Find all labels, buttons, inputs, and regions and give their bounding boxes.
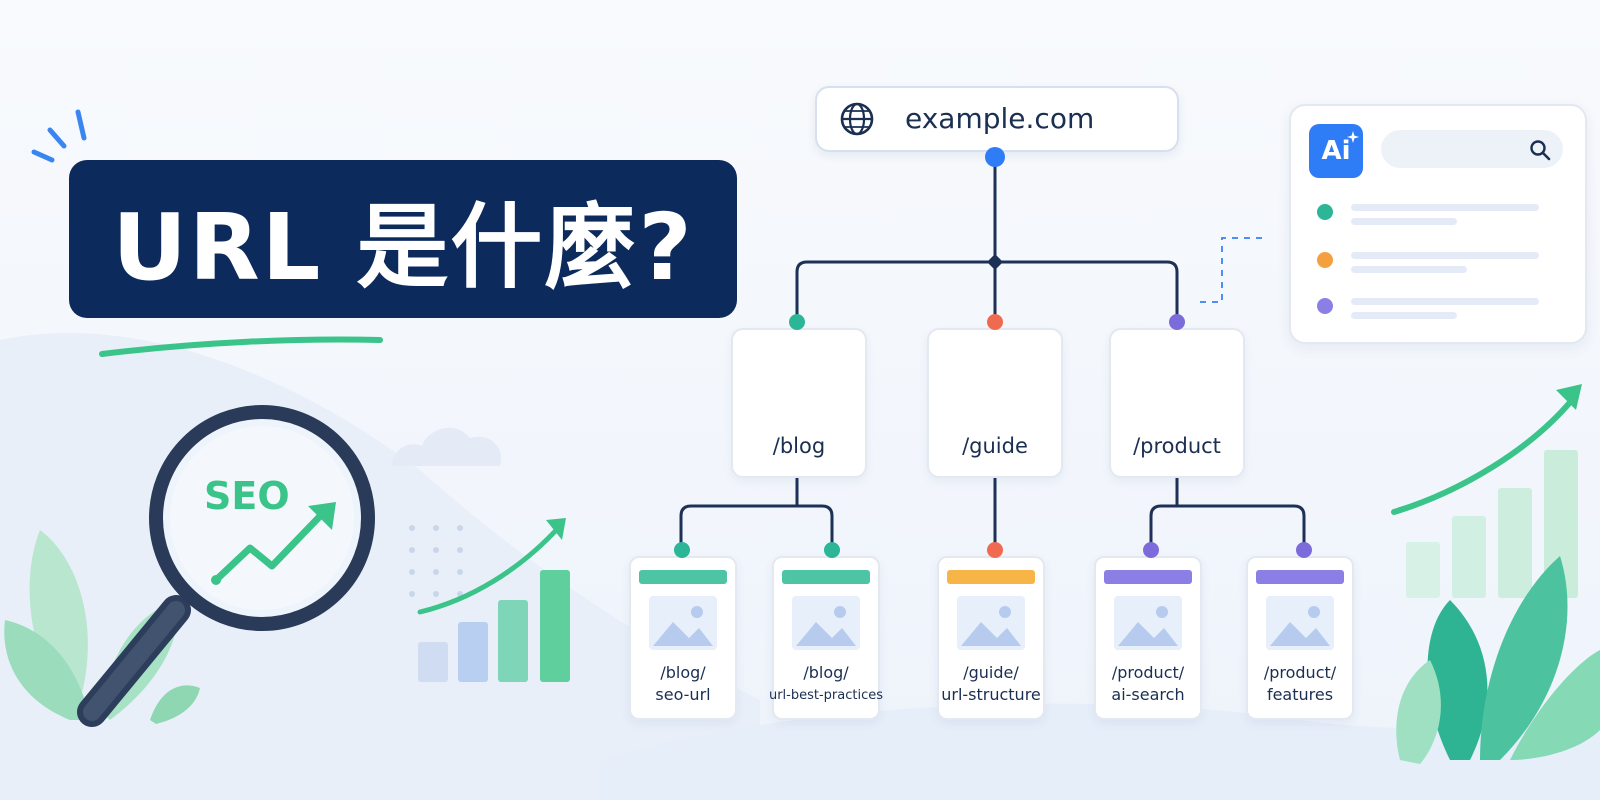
title-underline bbox=[99, 336, 383, 357]
folder-card-blog[interactable]: /blog bbox=[731, 328, 867, 478]
ai-badge: Ai bbox=[1309, 124, 1363, 178]
result-line bbox=[1351, 204, 1539, 211]
folder-node-dot-blog bbox=[789, 314, 805, 330]
ai-search-input[interactable] bbox=[1381, 130, 1563, 168]
dot-grid-decor bbox=[409, 525, 463, 597]
spark-marks bbox=[31, 109, 87, 163]
sparkle-icon bbox=[1347, 131, 1359, 143]
page-path-line1: /blog/ bbox=[660, 663, 706, 682]
bar-chart-icon-right bbox=[1391, 384, 1582, 598]
hierarchy-junction bbox=[987, 254, 1003, 270]
folder-label: /blog bbox=[772, 434, 826, 458]
page-node-dot-blog-seo-url bbox=[674, 542, 690, 558]
page-header-band bbox=[782, 570, 870, 584]
image-placeholder-icon bbox=[1114, 596, 1182, 650]
image-placeholder-icon bbox=[649, 596, 717, 650]
image-placeholder-icon bbox=[1266, 596, 1334, 650]
folder-label: /product bbox=[1133, 434, 1221, 458]
page-header-band bbox=[639, 570, 727, 584]
page-card-product-features[interactable]: /product/ features bbox=[1246, 556, 1354, 720]
folder-node-dot-product bbox=[1169, 314, 1185, 330]
result-line bbox=[1351, 252, 1539, 259]
globe-icon bbox=[840, 102, 874, 136]
magnifier-icon bbox=[77, 405, 375, 727]
page-path-line2: seo-url bbox=[655, 685, 711, 704]
folder-card-guide[interactable]: /guide bbox=[927, 328, 1063, 478]
page-path-line1: /guide/ bbox=[963, 663, 1019, 682]
result-dot bbox=[1317, 252, 1333, 268]
page-card-blog-url-best-practices[interactable]: /blog/ url-best-practices bbox=[769, 556, 883, 720]
result-line bbox=[1351, 218, 1457, 225]
page-path-line1: /blog/ bbox=[803, 663, 849, 682]
domain-label: example.com bbox=[905, 102, 1095, 135]
title-banner: URL 是什麼? bbox=[69, 160, 737, 318]
page-path-line2: url-structure bbox=[941, 685, 1041, 704]
ai-search-panel: Ai bbox=[1289, 104, 1587, 344]
page-path-line2: features bbox=[1266, 685, 1334, 704]
page-card-guide-url-structure[interactable]: /guide/ url-structure bbox=[937, 556, 1045, 720]
result-dot bbox=[1317, 298, 1333, 314]
page-header-band bbox=[1104, 570, 1192, 584]
plant-right bbox=[1396, 556, 1600, 764]
bar-chart-icon-left bbox=[417, 518, 570, 682]
page-card-blog-seo-url[interactable]: /blog/ seo-url bbox=[629, 556, 737, 720]
folder-node-dot-guide bbox=[987, 314, 1003, 330]
folder-card-product[interactable]: /product bbox=[1109, 328, 1245, 478]
page-path-line2: ai-search bbox=[1111, 685, 1185, 704]
seo-label: SEO bbox=[204, 474, 290, 518]
domain-bar: example.com bbox=[815, 86, 1179, 152]
result-line bbox=[1351, 312, 1457, 319]
page-card-product-ai-search[interactable]: /product/ ai-search bbox=[1094, 556, 1202, 720]
page-path-line1: /product/ bbox=[1263, 663, 1337, 682]
page-title: URL 是什麼? bbox=[112, 193, 694, 301]
search-icon[interactable] bbox=[1529, 139, 1551, 161]
background-hill-right bbox=[600, 700, 1600, 800]
root-node-dot bbox=[985, 147, 1005, 167]
page-header-band bbox=[1256, 570, 1344, 584]
result-line bbox=[1351, 266, 1467, 273]
page-node-dot-product-ai-search bbox=[1143, 542, 1159, 558]
page-node-dot-blog-url-best-practices bbox=[824, 542, 840, 558]
ai-link-dashed bbox=[1200, 237, 1268, 303]
image-placeholder-icon bbox=[792, 596, 860, 650]
image-placeholder-icon bbox=[957, 596, 1025, 650]
page-header-band bbox=[947, 570, 1035, 584]
page-node-dot-guide-url-structure bbox=[987, 542, 1003, 558]
page-node-dot-product-features bbox=[1296, 542, 1312, 558]
result-dot bbox=[1317, 204, 1333, 220]
folder-label: /guide bbox=[962, 434, 1028, 458]
page-path-line1: /product/ bbox=[1111, 663, 1185, 682]
ai-badge-label: Ai bbox=[1321, 136, 1351, 166]
result-line bbox=[1351, 298, 1539, 305]
page-path-line2: url-best-practices bbox=[768, 688, 884, 703]
cloud-icon bbox=[392, 427, 502, 466]
